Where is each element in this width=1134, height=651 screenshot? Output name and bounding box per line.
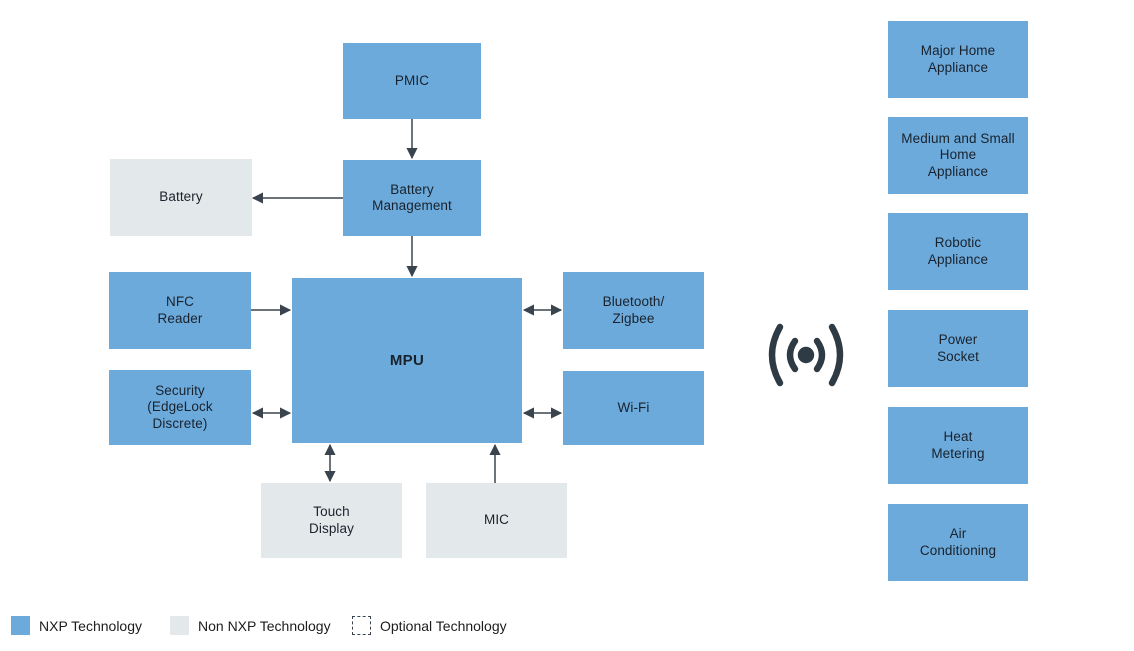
nxp-technology-swatch [11,616,30,635]
optional-technology-swatch [352,616,371,635]
appliance-major-home-box: Major Home Appliance [888,21,1028,98]
appliance-air-conditioning-box: Air Conditioning [888,504,1028,581]
bluetooth-zigbee-box: Bluetooth/ Zigbee [563,272,704,349]
legend-label-non-nxp: Non NXP Technology [198,617,331,634]
legend-item-optional: Optional Technology [352,616,507,635]
touch-display-box: Touch Display [261,483,402,558]
appliance-robotic-box: Robotic Appliance [888,213,1028,290]
wireless-signal-icon [768,323,844,387]
security-edgelock-box: Security (EdgeLock Discrete) [109,370,251,445]
legend: NXP Technology Non NXP Technology Option… [0,612,1134,642]
wifi-box: Wi-Fi [563,371,704,445]
appliance-power-socket-box: Power Socket [888,310,1028,387]
legend-item-non-nxp: Non NXP Technology [170,616,331,635]
legend-item-nxp: NXP Technology [11,616,142,635]
legend-label-nxp: NXP Technology [39,617,142,634]
mpu-box: MPU [292,278,522,443]
legend-label-optional: Optional Technology [380,617,507,634]
battery-management-box: Battery Management [343,160,481,236]
battery-box: Battery [110,159,252,236]
appliance-medium-small-home-box: Medium and Small Home Appliance [888,117,1028,194]
non-nxp-technology-swatch [170,616,189,635]
nfc-reader-box: NFC Reader [109,272,251,349]
appliance-heat-metering-box: Heat Metering [888,407,1028,484]
pmic-box: PMIC [343,43,481,119]
mic-box: MIC [426,483,567,558]
